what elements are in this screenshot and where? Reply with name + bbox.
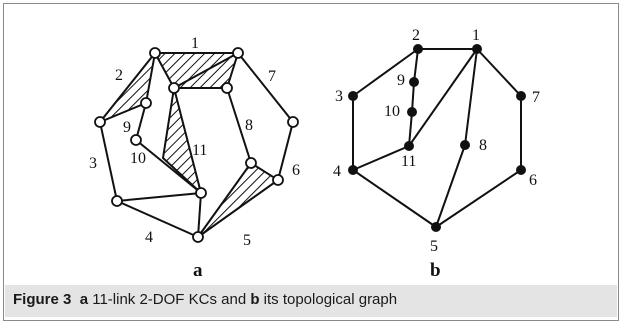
joint	[140, 97, 152, 109]
joint	[192, 231, 204, 243]
figure-canvas: 1 2 3 4 5 6 7 8 9 10 11 a	[89, 27, 540, 281]
link-label-8: 8	[245, 117, 253, 134]
node-label-2: 2	[412, 27, 420, 44]
edge-1-11	[408, 48, 478, 147]
diagram-b-labels: 1 2 3 4 5 6 7 8 9 10 11 b	[333, 27, 540, 281]
node	[516, 165, 526, 175]
caption-text-2: its topological graph	[259, 291, 398, 308]
link-label-3: 3	[89, 155, 97, 172]
node	[404, 141, 414, 151]
link-2-hatched	[96, 52, 156, 125]
figure-frame	[3, 3, 619, 321]
diagram-b	[348, 44, 526, 232]
node	[472, 44, 482, 54]
diagram-a-labels: 1 2 3 4 5 6 7 8 9 10 11 a	[89, 35, 300, 281]
joint	[287, 116, 299, 128]
node	[409, 77, 419, 87]
link-label-1: 1	[191, 35, 199, 52]
joint	[272, 174, 284, 186]
node-label-1: 1	[472, 27, 480, 44]
joint	[111, 195, 123, 207]
link-3	[99, 121, 118, 202]
link-label-6: 6	[292, 162, 300, 179]
link-1-arm	[173, 52, 239, 89]
edge-5-6	[435, 169, 522, 228]
node	[516, 91, 526, 101]
link-label-4: 4	[145, 229, 153, 246]
joint	[245, 157, 257, 169]
node-label-11: 11	[401, 153, 416, 170]
link-label-7: 7	[268, 68, 276, 85]
joint	[232, 47, 244, 59]
node-label-3: 3	[335, 88, 343, 105]
node-label-7: 7	[532, 89, 540, 106]
link-label-10: 10	[130, 150, 146, 167]
caption-bar	[5, 285, 617, 317]
link-10	[135, 139, 202, 194]
link-label-11: 11	[192, 142, 207, 159]
link-4b	[116, 192, 202, 202]
edge-1-8	[464, 48, 478, 146]
node	[348, 91, 358, 101]
node	[348, 165, 358, 175]
link-label-5: 5	[243, 232, 251, 249]
link-9	[135, 102, 147, 141]
figure-caption: Figure 3 a 11-link 2-DOF KCs and b its t…	[13, 291, 397, 308]
edge-4-5	[352, 169, 437, 228]
edge-4-11	[352, 145, 410, 171]
link-11-hatched	[161, 87, 203, 197]
node-label-9: 9	[397, 72, 405, 89]
edge-2-9	[413, 48, 419, 83]
node	[460, 140, 470, 150]
node	[431, 222, 441, 232]
joint	[94, 116, 106, 128]
joint	[149, 47, 161, 59]
node-label-8: 8	[479, 137, 487, 154]
link-label-9: 9	[123, 119, 131, 136]
link-4a	[116, 200, 199, 238]
diagram-a-sublabel: a	[193, 260, 203, 281]
node	[407, 107, 417, 117]
figure-label: Figure 3	[13, 291, 72, 308]
link-7a	[237, 52, 294, 123]
link-8	[226, 87, 252, 164]
joint	[168, 82, 180, 94]
link-6	[277, 121, 294, 181]
node-label-6: 6	[529, 172, 537, 189]
joint	[130, 134, 142, 146]
edge-9-10	[411, 81, 415, 113]
edge-7-1	[476, 48, 522, 97]
node-label-10: 10	[384, 103, 400, 120]
link-label-2: 2	[115, 67, 123, 84]
caption-part-b: b	[250, 291, 260, 308]
node-label-4: 4	[333, 163, 341, 180]
edge-8-5	[435, 144, 466, 228]
joint	[221, 82, 233, 94]
link-11-arm	[197, 192, 202, 238]
caption-text-1: 11-link 2-DOF KCs and	[88, 291, 251, 308]
joint	[195, 187, 207, 199]
diagram-b-sublabel: b	[430, 260, 441, 281]
caption-part-a: a	[79, 291, 89, 308]
edge-2-3	[352, 48, 419, 97]
node	[413, 44, 423, 54]
link-5-hatched	[197, 161, 280, 238]
edge-10-11	[408, 111, 413, 147]
node-label-5: 5	[430, 238, 438, 255]
diagram-a	[94, 47, 299, 243]
